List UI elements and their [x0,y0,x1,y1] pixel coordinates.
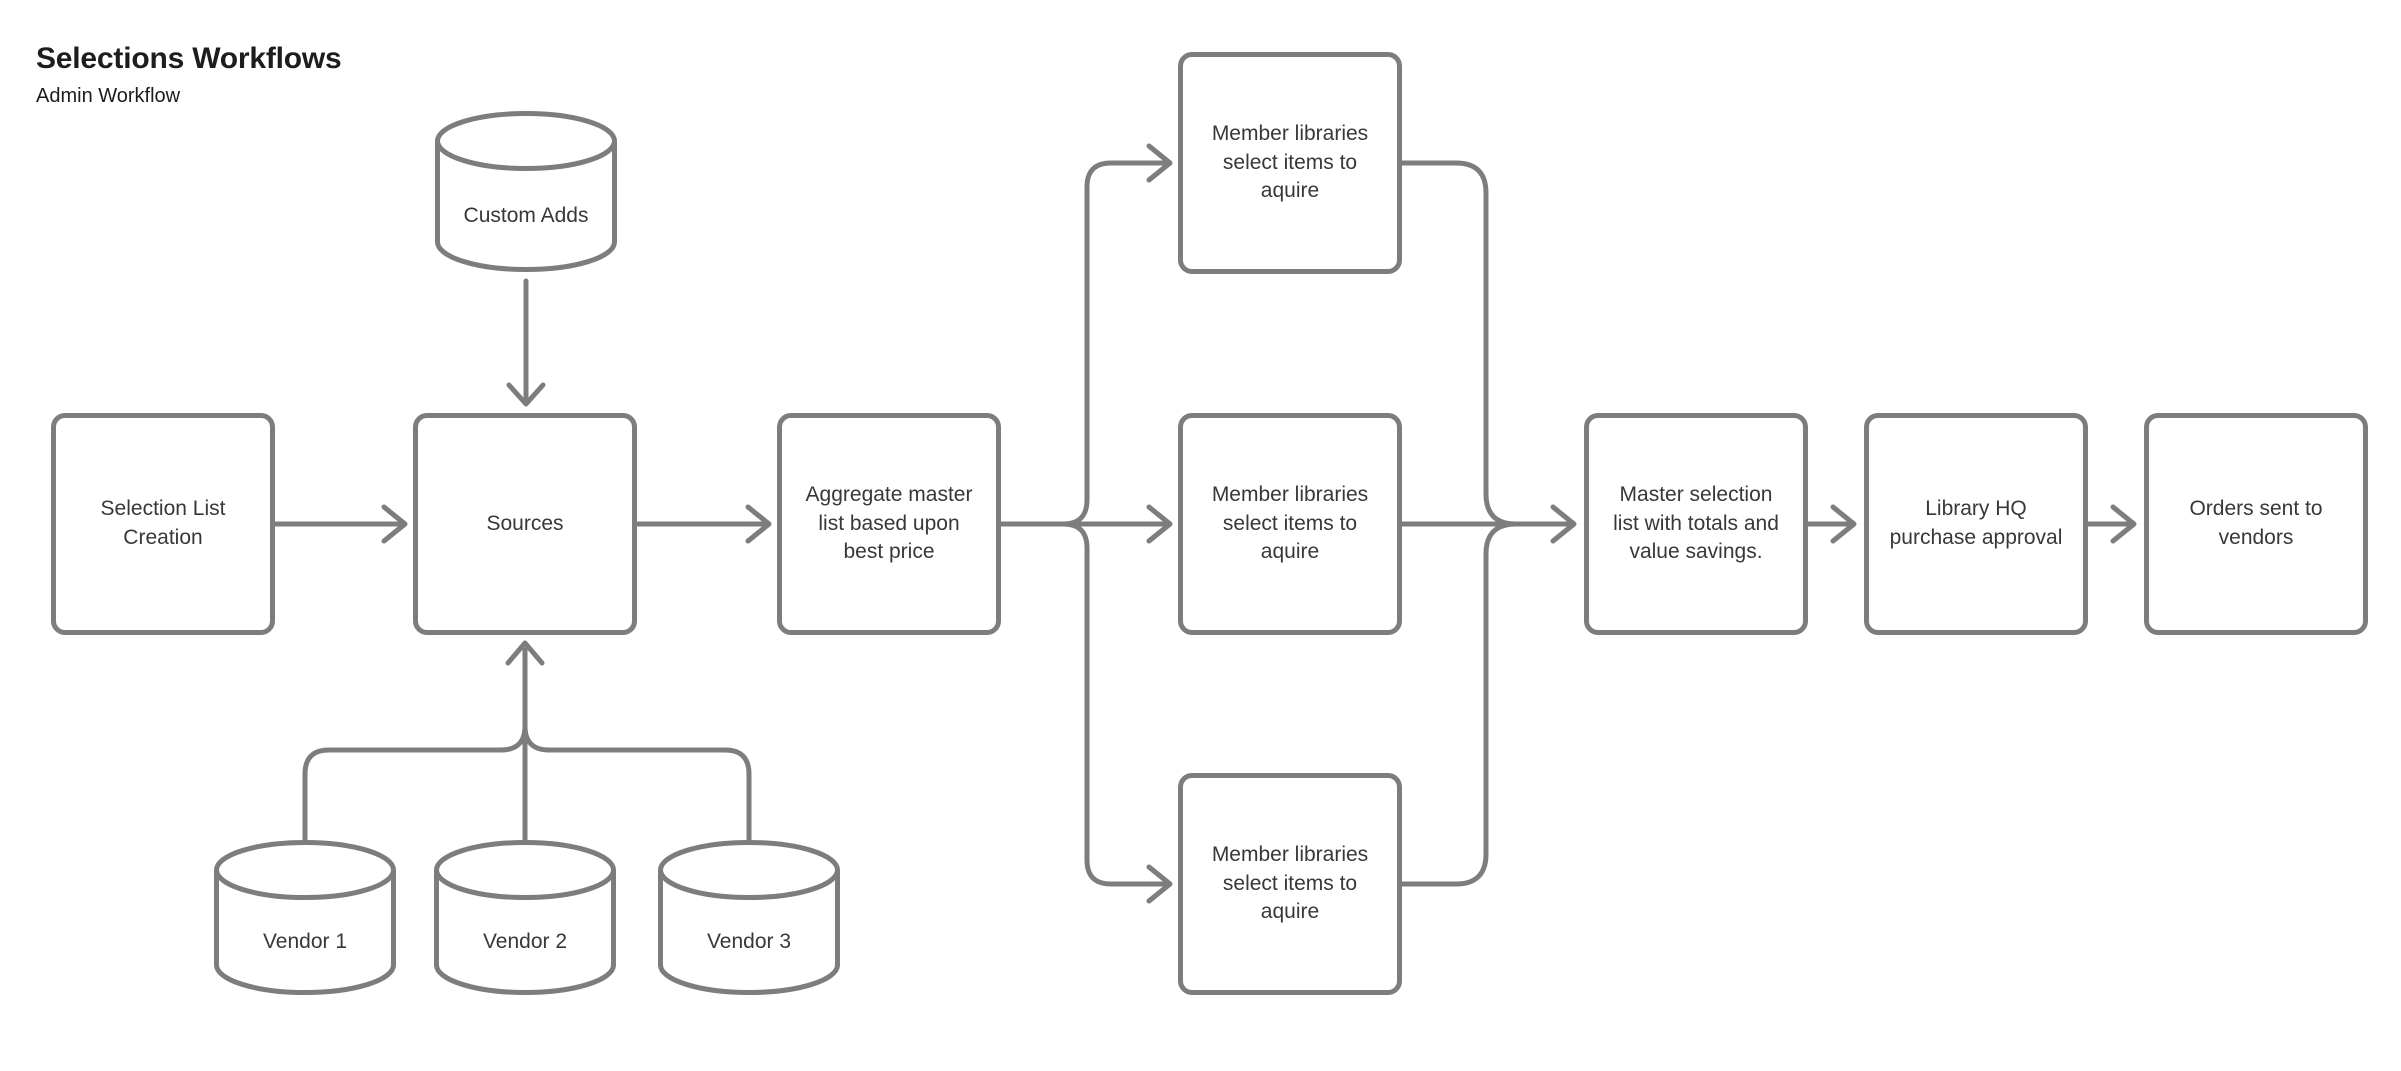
node-member-libraries-top: Member libraries select items to aquire [1178,52,1402,274]
node-selection-list-creation: Selection List Creation [51,413,275,635]
node-label: Library HQ purchase approval [1889,497,2063,549]
edge-aggregate-to-member-middle [998,504,1173,544]
node-label: Selection List Creation [100,497,226,549]
node-custom-adds: Custom Adds [435,111,617,272]
node-aggregate-master-list: Aggregate master list based upon best pr… [777,413,1001,635]
edge-selection-list-to-sources [272,504,408,544]
edge-library-hq-to-orders [2085,504,2137,544]
node-label: Vendor 3 [706,930,792,954]
node-vendor-2: Vendor 2 [434,840,616,995]
edge-master-to-library-hq [1805,504,1857,544]
edge-member-bottom-to-master [1399,521,1519,887]
node-library-hq-purchase-approval: Library HQ purchase approval [1864,413,2088,635]
cylinder-shape [434,840,616,995]
page-title: Selections Workflows [36,42,342,75]
edge-member-middle-to-master [1399,504,1577,544]
node-label: Member libraries select items to aquire [1211,121,1369,203]
edge-vendor-2-to-sources [505,640,545,843]
node-label: Vendor 1 [262,930,348,954]
cylinder-shape [214,840,396,995]
edge-aggregate-to-member-top [1060,143,1173,527]
edge-sources-to-aggregate [634,504,772,544]
node-sources: Sources [413,413,637,635]
node-label: Member libraries select items to aquire [1211,482,1369,564]
edge-vendor-1-to-sources [302,723,528,843]
node-member-libraries-middle: Member libraries select items to aquire [1178,413,1402,635]
edge-aggregate-to-member-bottom [1060,521,1173,904]
node-label: Master selection list with totals and va… [1613,482,1779,564]
node-master-selection-list: Master selection list with totals and va… [1584,413,1808,635]
node-label: Aggregate master list based upon best pr… [805,482,973,564]
node-orders-sent-to-vendors: Orders sent to vendors [2144,413,2368,635]
cylinder-shape [435,111,617,272]
edge-member-top-to-master [1399,160,1519,527]
cylinder-shape [658,840,840,995]
node-label: Vendor 2 [482,930,568,954]
node-label: Custom Adds [463,204,589,228]
page-subtitle: Admin Workflow [36,85,181,107]
edge-vendor-3-to-sources [522,723,752,843]
node-label: Member libraries select items to aquire [1211,842,1369,924]
edge-custom-adds-to-sources [506,278,546,407]
node-vendor-1: Vendor 1 [214,840,396,995]
node-vendor-3: Vendor 3 [658,840,840,995]
node-label: Orders sent to vendors [2189,497,2323,549]
node-member-libraries-bottom: Member libraries select items to aquire [1178,773,1402,995]
node-label: Sources [486,511,564,535]
